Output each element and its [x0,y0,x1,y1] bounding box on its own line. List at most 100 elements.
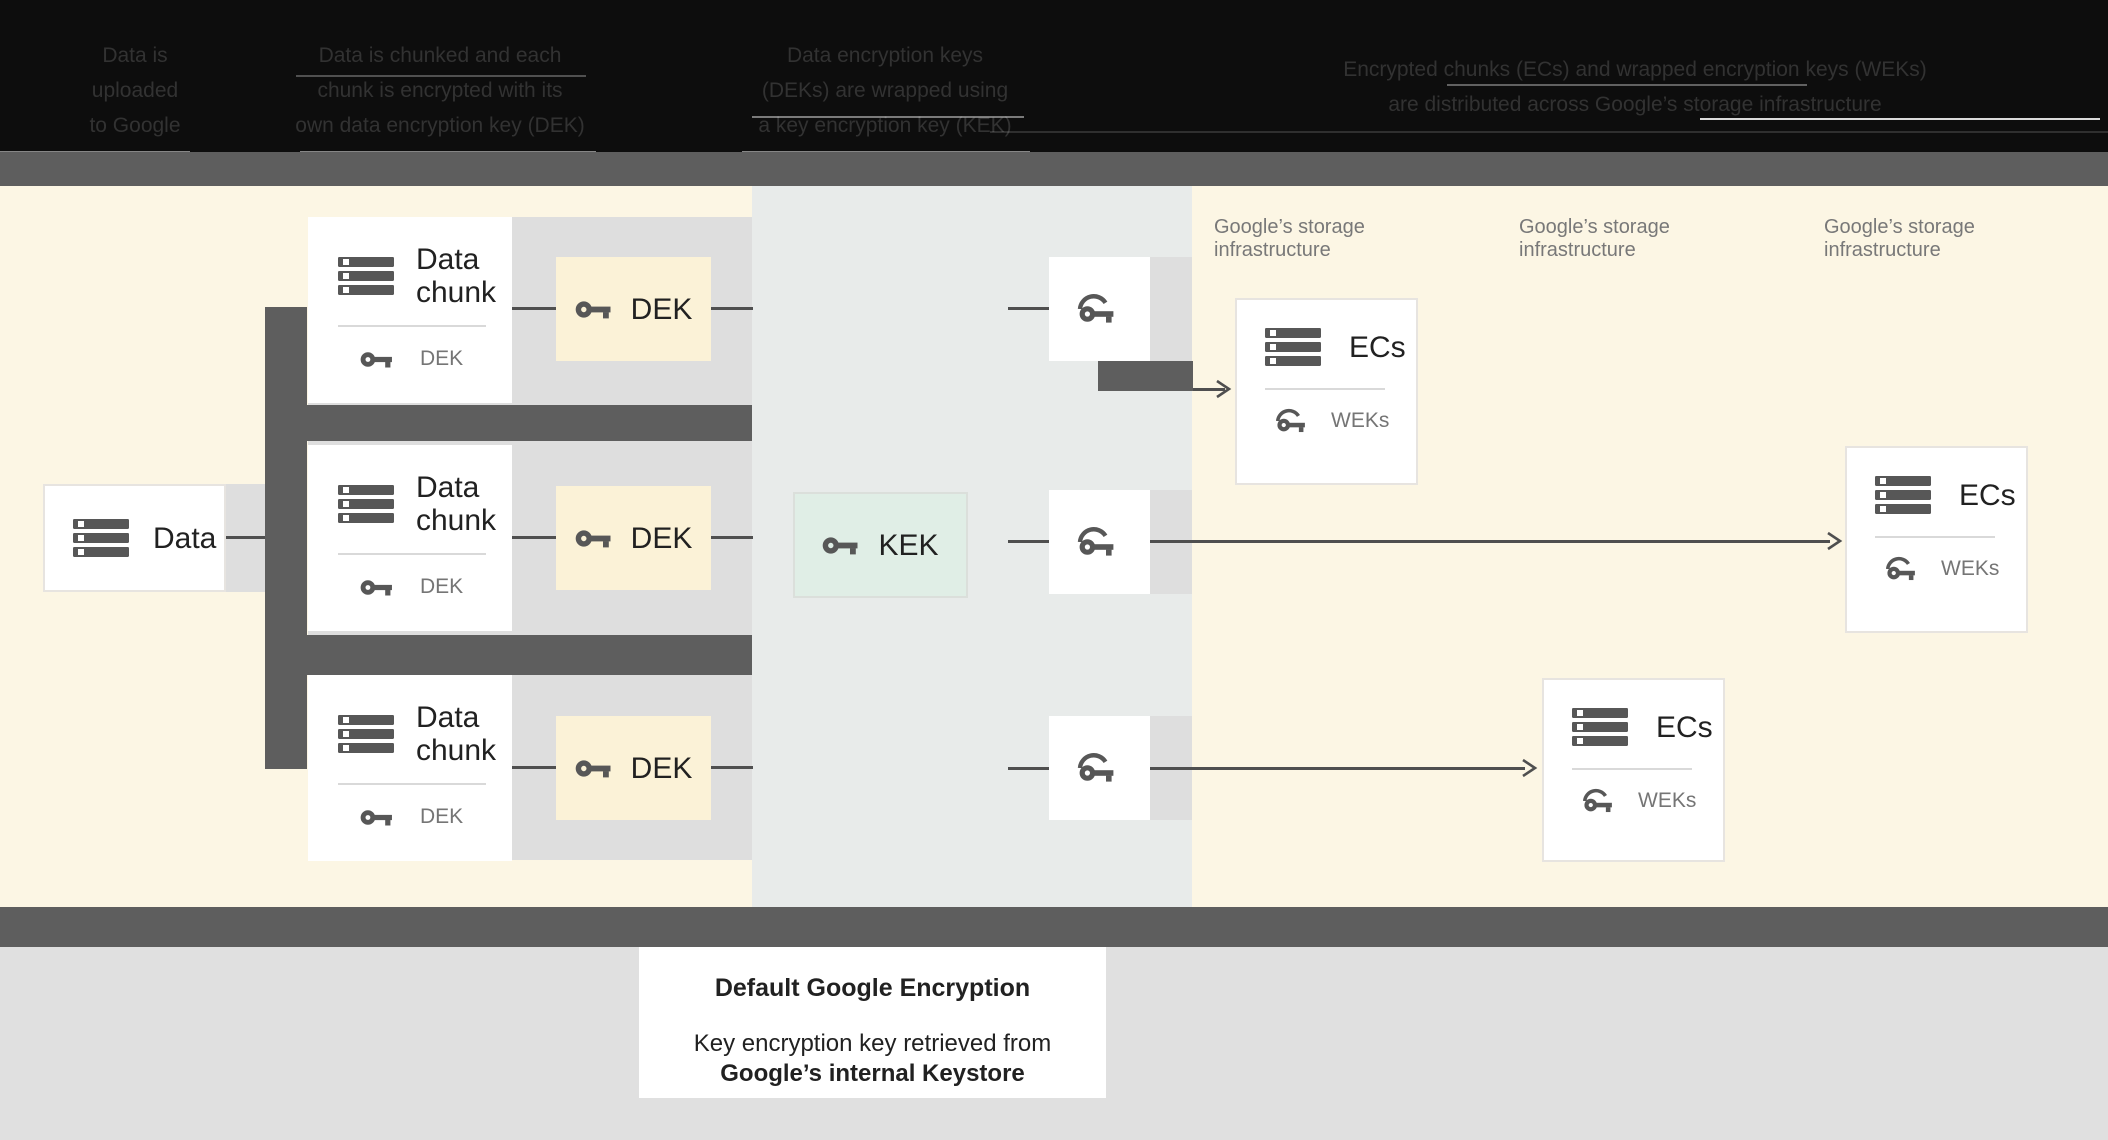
connector-chunk1-dek1 [512,307,556,310]
header-column-1: Data is uploaded to Google [40,38,230,143]
key-icon [575,527,615,550]
ecs-box-2: ECs WEKs [1542,678,1725,862]
data-chunk-title: Data chunk [416,471,497,537]
header-column-3: Data encryption keys (DEKs) are wrapped … [740,38,1030,143]
key-icon [360,349,396,370]
database-icon [338,485,394,523]
dek-box-3: DEK [556,716,711,820]
wrapped-key-box-1 [1049,257,1150,361]
connector-data-to-trunk [226,536,265,539]
branch-band-2 [265,635,752,675]
data-chunk-box-2: Data chunk DEK [308,445,512,631]
bundle-arrow-bar [1098,361,1193,391]
data-box-label: Data [153,521,217,555]
ecs-box-3: ECs WEKs [1845,446,2028,633]
data-chunk-box-3: Data chunk DEK [308,675,512,861]
dek-box-1: DEK [556,257,711,361]
header-underline [752,116,1024,118]
header-col3-line1: Data encryption keys [786,44,984,67]
data-chunk-box-1: Data chunk DEK [308,217,512,403]
wrapped-key-icon [1077,752,1123,784]
wrapped-key-icon [1275,408,1313,434]
caption-body-line2: Google’s internal Keystore [720,1060,1025,1087]
header-col3-line3: a key encryption key (KEK) [758,114,1012,137]
box-divider [1572,768,1692,770]
arrowhead-icon [1826,531,1842,551]
database-icon [1265,328,1321,366]
connector-chunk2-dek2 [512,536,556,539]
arrow-line-to-ecs-far-right [1150,540,1830,543]
kek-label: KEK [878,528,939,562]
wrapped-key-icon [1582,788,1620,814]
database-icon [338,715,394,753]
arrowhead-icon [1521,758,1537,778]
ecs-label: ECs [1349,330,1406,364]
key-icon [575,298,615,321]
weks-label: WEKs [1638,789,1697,812]
connector-dek1-out [711,307,753,310]
header-col1-line3: to Google [89,114,181,137]
chunk-key-label: DEK [420,347,464,370]
wrappedkey-side-bg-1 [1150,257,1192,361]
header-underline [990,131,2108,133]
header-underline [1447,84,1807,86]
connector-into-wrappedkey-2 [1008,540,1049,543]
header-redacted-band [0,0,2108,152]
header-separator-bar [0,152,2108,186]
box-divider [1875,536,1995,538]
wrapped-key-icon [1077,293,1123,325]
chunk-key-label: DEK [420,805,464,828]
key-icon [822,534,862,557]
wrapped-key-icon [1885,556,1923,582]
connector-dek2-out [711,536,753,539]
data-chunk-title: Data chunk [416,243,497,309]
ecs-label: ECs [1959,478,2016,512]
bottom-separator-bar [0,907,2108,947]
dek-label: DEK [630,292,693,326]
arrowhead-icon [1215,379,1231,399]
data-chunk-title: Data chunk [416,701,497,767]
storage-infrastructure-label-3: Google’s storage infrastructure [1824,216,1975,261]
database-icon [338,257,394,295]
connector-chunk3-dek3 [512,766,556,769]
wrapped-key-box-3 [1049,716,1150,820]
header-col1-line1: Data is [102,44,168,67]
key-icon [360,577,396,598]
branch-trunk-bar [265,307,307,769]
database-icon [1572,708,1628,746]
dek-box-2: DEK [556,486,711,590]
ecs-label: ECs [1656,710,1713,744]
header-col2-line3: own data encryption key (DEK) [295,114,585,137]
kek-box: KEK [793,492,968,598]
chunk-key-label: DEK [420,575,464,598]
data-box: Data [43,484,226,592]
wrapped-key-icon [1077,526,1123,558]
header-col2-line1: Data is chunked and each [318,44,562,67]
database-icon [73,519,129,557]
branch-band-1 [265,405,752,441]
dek-label: DEK [630,751,693,785]
header-col4-line1: Encrypted chunks (ECs) and wrapped encry… [1343,58,1927,81]
arrow-line-to-ecs1 [1193,388,1225,391]
database-icon [1875,476,1931,514]
box-divider [338,553,486,555]
weks-label: WEKs [1331,409,1390,432]
storage-infrastructure-label-2: Google’s storage infrastructure [1519,216,1670,261]
caption-title: Default Google Encryption [714,974,1031,1002]
header-col4-line2: are distributed across Google’s storage … [1388,93,1882,116]
key-icon [575,757,615,780]
header-underline [1700,118,2100,120]
caption-body-line1: Key encryption key retrieved from [693,1030,1052,1057]
header-column-2: Data is chunked and each chunk is encryp… [280,38,600,143]
header-underline [296,75,586,77]
key-icon [360,807,396,828]
header-column-4: Encrypted chunks (ECs) and wrapped encry… [1330,52,1940,122]
box-divider [338,783,486,785]
arrow-line-to-ecs-bottom [1150,767,1525,770]
caption-card: Default Google Encryption Key encryption… [639,947,1106,1098]
header-col1-line2: uploaded [91,79,179,102]
ecs-box-1: ECs WEKs [1235,298,1418,485]
weks-label: WEKs [1941,557,2000,580]
dek-label: DEK [630,521,693,555]
